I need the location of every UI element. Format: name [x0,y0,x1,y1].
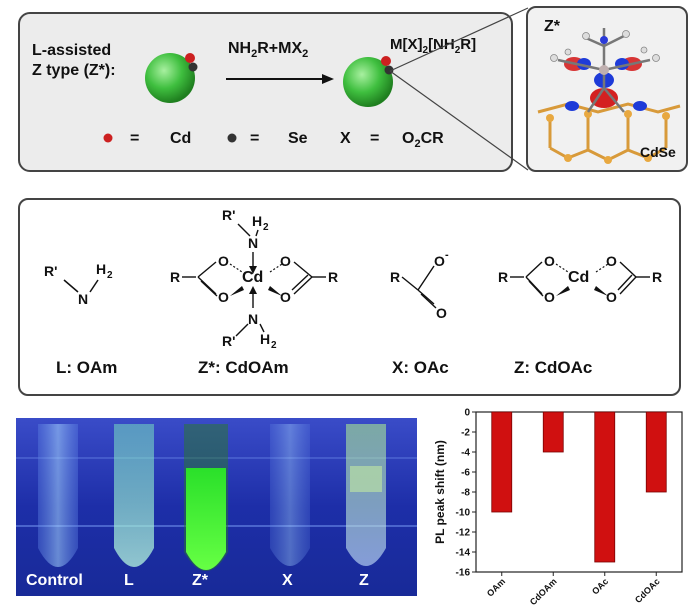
assist-label-line2: Z type (Z*): [32,62,116,79]
cdoam-r-left: R [170,269,180,285]
y-tick-label: -4 [461,448,470,459]
binding-geometry-illustration [537,28,681,164]
y-tick-label: -10 [456,508,471,519]
vial-x [270,424,310,566]
reaction-arrow-icon [226,74,334,84]
cdoam-rp-bottom: R' [222,333,235,349]
reaction-scheme-panel: L-assisted Z type (Z*): NH2R+MX2 M[X]2[N… [18,12,513,172]
ligand-structures-panel: R' N H 2 R' H 2 N R [18,198,681,396]
cdoam-cd: Cd [242,269,263,286]
legend-se-eq: = [250,130,260,147]
legend-cd: Cd [170,130,192,147]
inset-label-zstar: Z* [544,18,560,35]
bar-cdoac [645,411,667,493]
cdoac-r-right: R [652,269,662,285]
cdoac-o1: O [544,253,555,269]
cdoam-n-top: N [248,235,258,251]
product-label: M[X]2[NH2R] [390,36,477,56]
legend-x-eq: = [370,130,380,147]
cdoam-o4: O [280,289,291,305]
y-axis-label: PL peak shift (nm) [433,440,447,544]
cdoac-r-left: R [498,269,508,285]
cdoam-h-top: H [252,213,262,229]
vial-label-zstar: Z* [192,572,208,589]
y-tick-label: -12 [456,528,471,539]
x-tick-label: OAm [485,576,507,598]
x-tick-label: OAc [590,576,610,596]
molecular-structure-inset: Z* CdSe [526,6,688,172]
vial-photo-illustration [16,418,417,596]
caption-cdoac: Z: CdOAc [514,358,593,377]
oac-r: R [390,269,400,285]
cdoam-h-bottom: H [260,331,270,347]
y-tick-label: -2 [461,428,470,439]
cdoam-o1: O [218,253,229,269]
cdoam-o3: O [280,253,291,269]
cdoam-n-bottom: N [248,311,258,327]
cdoac-o3: O [606,253,617,269]
chemical-structures: R' N H 2 R' H 2 N R [44,207,662,351]
x-tick-label: CdOAc [633,576,662,605]
structure-oam: R' N H 2 [44,261,113,307]
inset-label-cdse: CdSe [640,144,676,160]
bar-oac [594,411,616,563]
caption-oac: X: OAc [392,358,449,377]
nanocrystal-sphere-left [145,53,198,103]
assist-label-line1: L-assisted [32,42,112,59]
cdoac-cd: Cd [568,269,589,286]
cdoam-rp-top: R' [222,207,235,223]
pl-shift-chart-svg: 0 -2 -4 -6 -8 -10 -12 -14 -16 PL peak shift (nm) O… [433,408,683,607]
caption-oam: L: OAm [56,358,118,377]
y-tick-label: -16 [456,568,471,579]
reaction-reagents: NH2R+MX2 [228,40,309,61]
oam-rp: R' [44,263,57,279]
oam-h-sub: 2 [107,270,113,281]
legend-se: Se [288,130,308,147]
vial-label-control: Control [26,572,83,589]
vial-photo: Control L Z* X Z [16,418,417,596]
oac-o-bottom: O [436,305,447,321]
cdoam-r-right: R [328,269,338,285]
vial-label-x: X [282,572,293,589]
vial-label-l: L [124,572,134,589]
cdoac-o4: O [606,289,617,305]
y-tick-label: -8 [461,488,470,499]
structure-cdoam: R' H 2 N R O O Cd O [170,207,338,351]
oac-o-top: O [434,253,445,269]
cdoam-h-top-sub: 2 [263,222,269,233]
y-tick-label: -6 [461,468,470,479]
structure-cdoac: R O O Cd O O R [498,253,662,305]
legend-x: X [340,130,351,147]
oac-minus: - [445,249,449,261]
vial-z [346,424,386,566]
se-dot-icon [188,62,198,72]
cdoam-h-bottom-sub: 2 [271,340,277,351]
vial-control [38,424,78,567]
zoom-connector-lines [389,7,529,171]
bar-cdoam [542,411,564,453]
vial-label-z: Z [359,572,369,589]
caption-cdoam: Z*: CdOAm [198,358,289,377]
legend-x-value: O2CR [402,130,444,151]
cd-dot-icon [185,53,195,63]
oam-n: N [78,291,88,307]
cdoac-o2: O [544,289,555,305]
cdoam-o2: O [218,289,229,305]
bar-oam [491,411,513,513]
legend-cd-eq: = [130,130,140,147]
nanocrystal-sphere-right [343,56,394,107]
oam-h: H [96,261,106,277]
cd-legend-dot-icon [103,133,113,143]
y-tick-label: -14 [456,548,471,559]
se-legend-dot-icon [227,133,237,143]
pl-shift-chart: 0 -2 -4 -6 -8 -10 -12 -14 -16 PL peak shift (nm) O… [430,404,692,610]
structure-oac: R O - O [390,249,449,321]
vial-zstar [186,468,226,570]
vial-l [114,424,154,567]
x-tick-label: CdOAm [528,576,559,607]
y-tick-label: 0 [464,408,470,419]
